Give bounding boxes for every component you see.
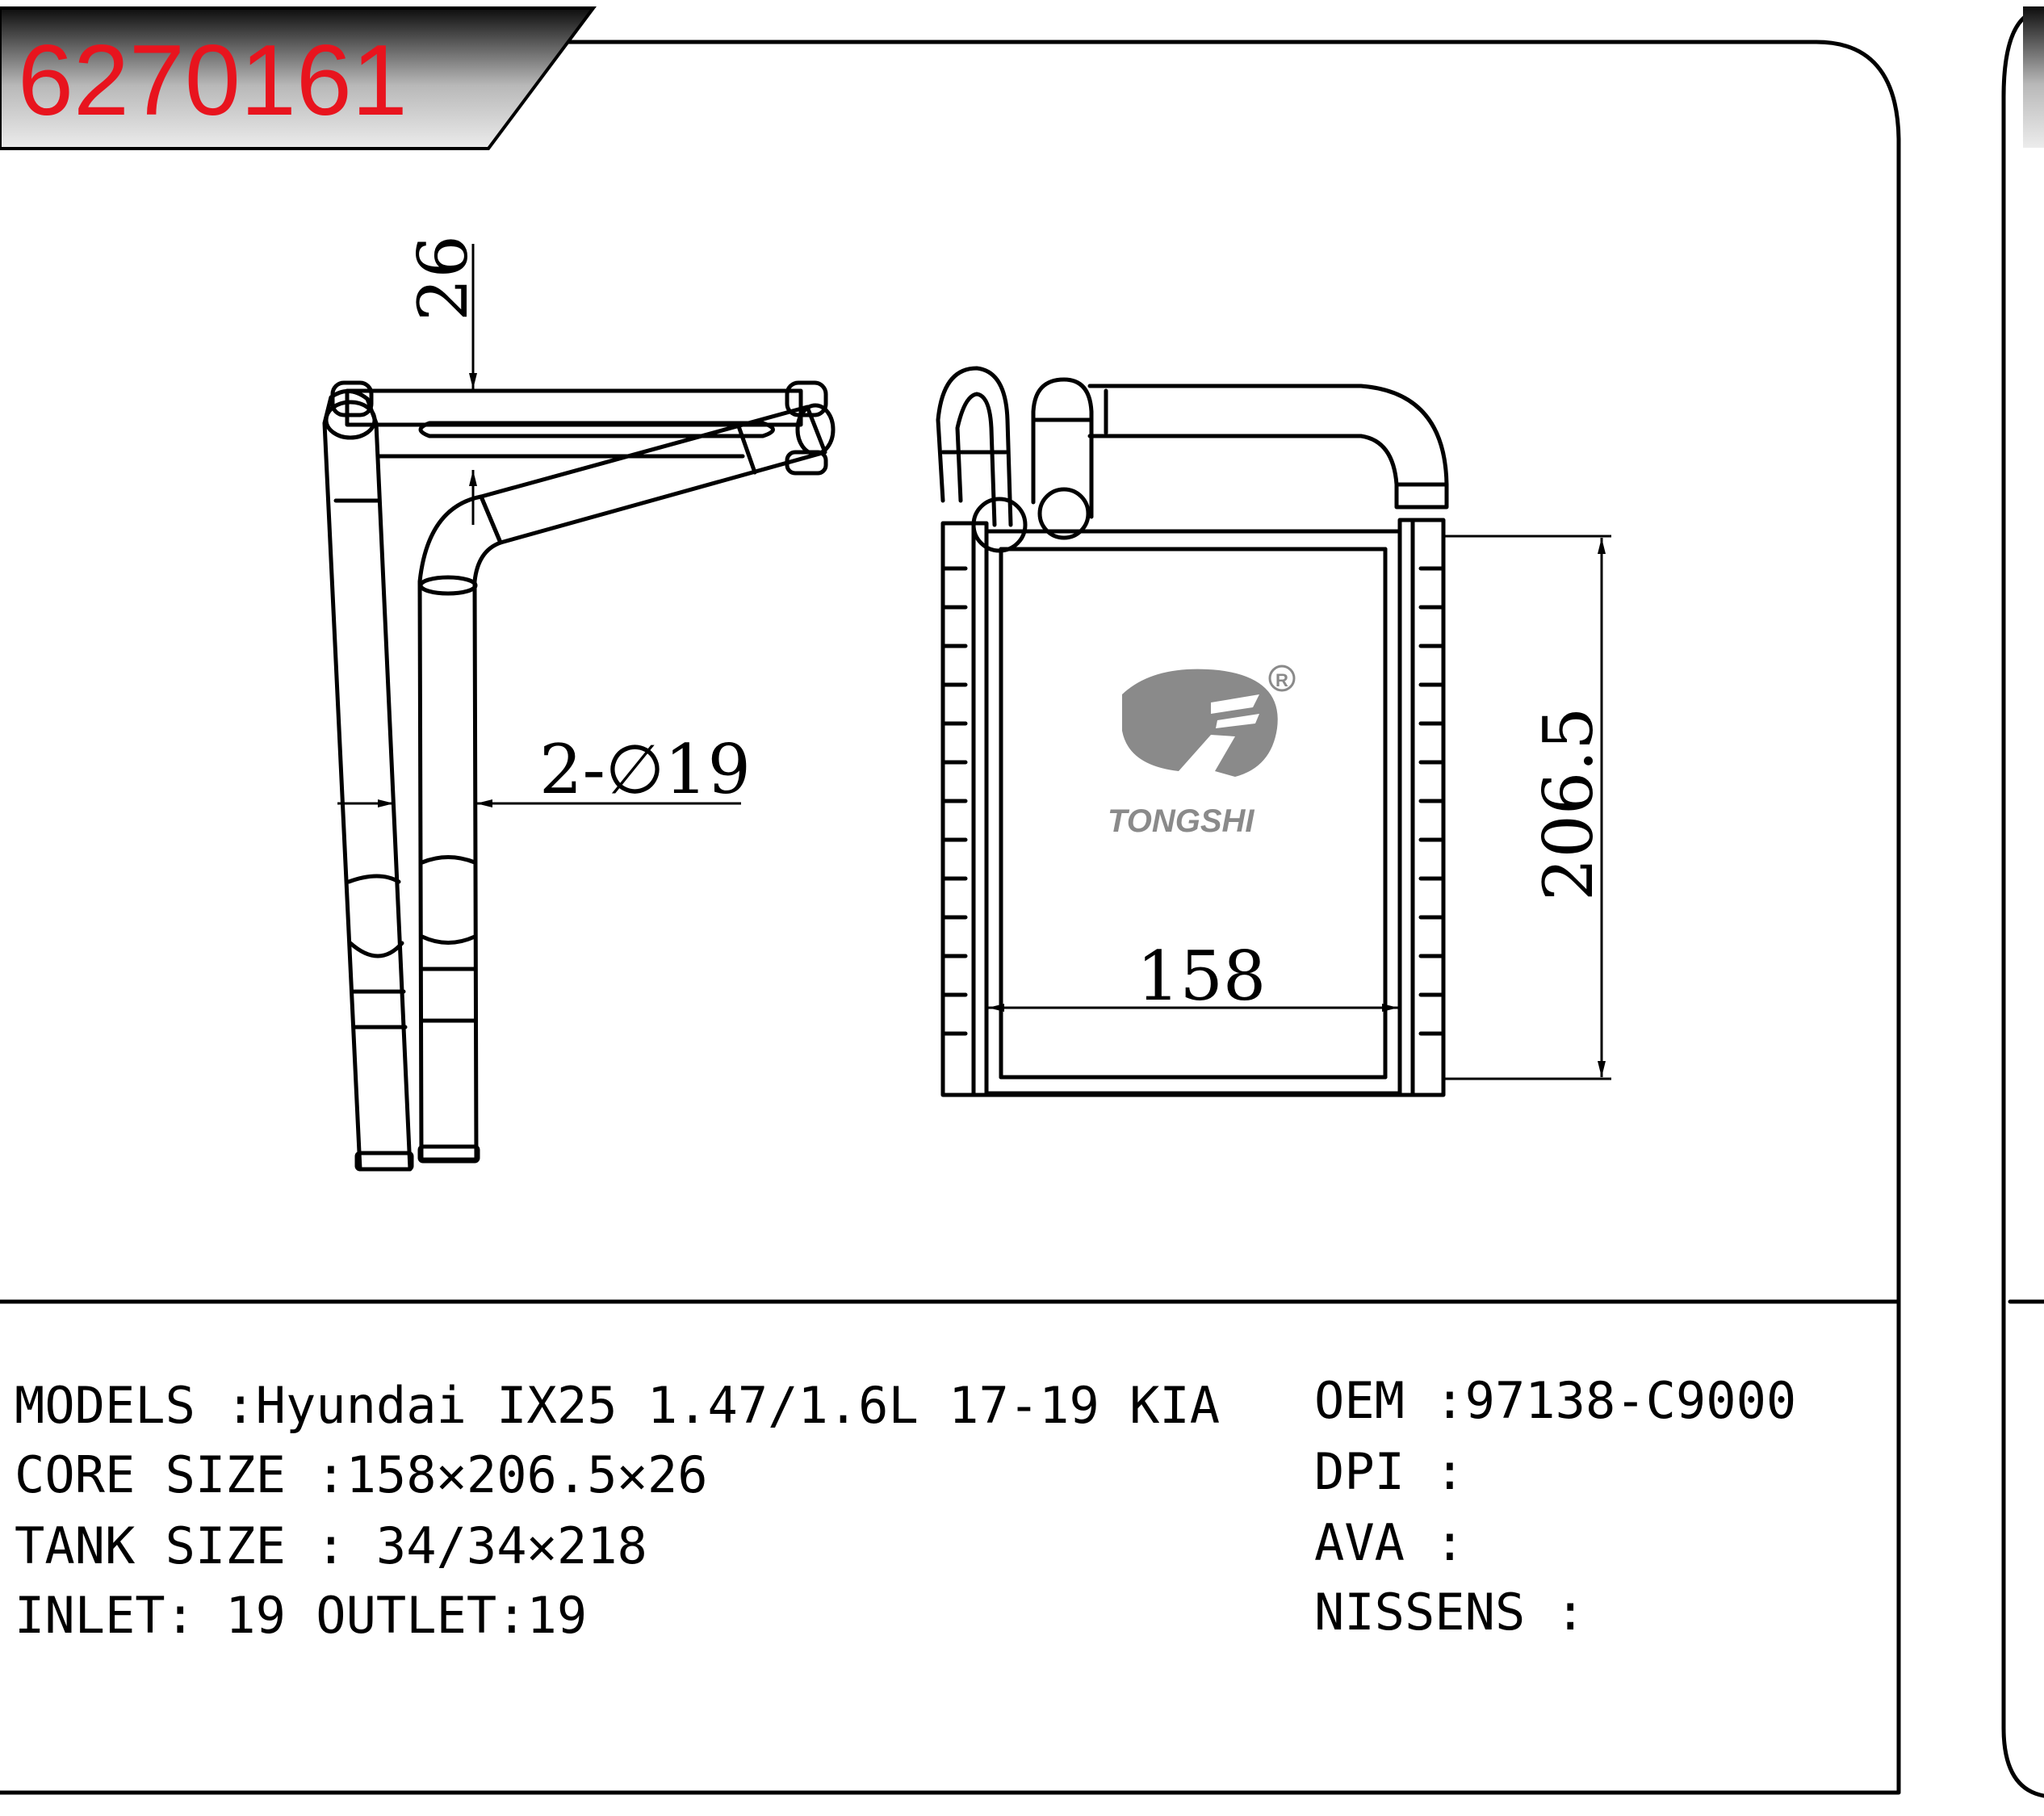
- ref-nissens: NISSENS :: [1314, 1583, 1585, 1642]
- adjacent-banner: [2023, 6, 2044, 148]
- spec-tank-size: TANK SIZE : 34/34✕218: [15, 1516, 647, 1575]
- registered-letter: R: [1275, 670, 1288, 690]
- dim-thickness-label: 26: [404, 235, 483, 321]
- dimension-height: 206.5: [1443, 535, 1611, 1080]
- front-view: [936, 366, 1449, 1097]
- spec-core-size: CORE SIZE :158✕206.5✕26: [15, 1445, 708, 1504]
- main-frame: [0, 40, 1901, 1795]
- ref-oem: OEM :97138-C9000: [1314, 1371, 1796, 1430]
- dimension-thickness: 26: [404, 235, 483, 525]
- brand-logo: R TONGSHI: [1108, 665, 1296, 839]
- part-code-banner: 6270161: [0, 6, 597, 150]
- dimension-pipe: 2-∅19: [337, 730, 751, 809]
- brand-name: TONGSHI: [1108, 803, 1254, 839]
- spec-block: MODELS :Hyundai IX25 1.47/1.6L 17-19 KIA…: [15, 1376, 1220, 1645]
- logo-emblem: [1122, 669, 1278, 777]
- registered-mark: [1268, 665, 1296, 692]
- dim-width-label: 158: [1137, 937, 1266, 1016]
- dimension-width: 158: [988, 937, 1398, 1016]
- dim-height-label: 206.5: [1529, 707, 1608, 901]
- side-view: [322, 380, 836, 1172]
- spec-inlet-outlet: INLET: 19 OUTLET:19: [15, 1586, 587, 1645]
- ref-ava: AVA :: [1314, 1513, 1465, 1572]
- adjacent-panel-edge: [2001, 7, 2044, 1798]
- dim-pipe-label: 2-∅19: [539, 730, 751, 809]
- part-code: 6270161: [18, 25, 408, 136]
- ref-dpi: DPI :: [1314, 1442, 1465, 1501]
- spec-models: MODELS :Hyundai IX25 1.47/1.6L 17-19 KIA: [15, 1376, 1220, 1435]
- reference-block: OEM :97138-C9000 DPI : AVA : NISSENS :: [1314, 1371, 1796, 1642]
